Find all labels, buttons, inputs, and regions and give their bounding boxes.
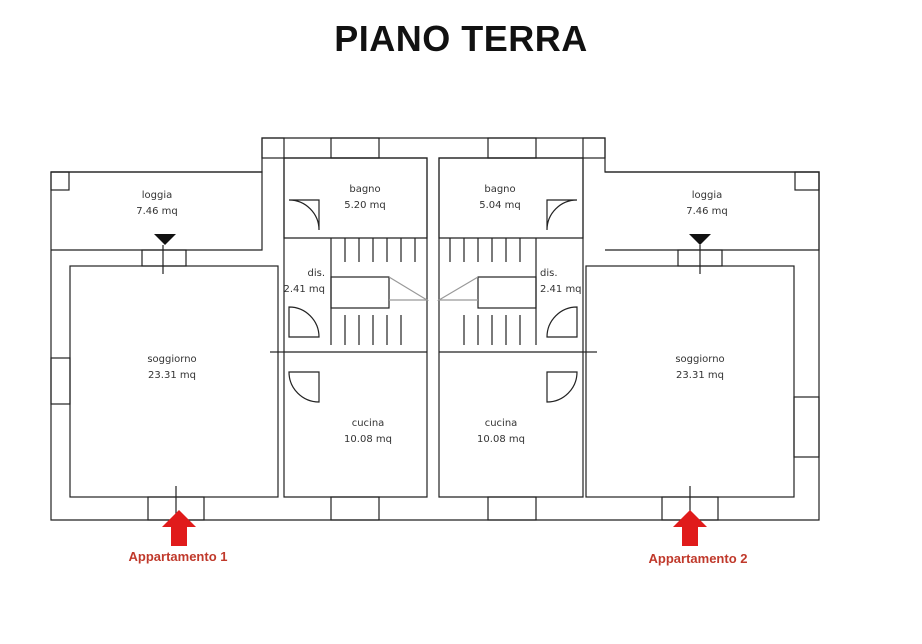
- room-name: soggiorno: [675, 354, 725, 365]
- room-name: bagno: [484, 184, 516, 195]
- entrance-label-apt2: Appartamento 2: [648, 551, 748, 566]
- stair-diagonal: [388, 276, 479, 301]
- room-name: dis.: [540, 268, 558, 279]
- entrance-arrow-icon: [162, 510, 196, 546]
- room-soggiorno-left: soggiorno 23.31 mq: [112, 352, 232, 384]
- room-bagno-right: bagno 5.04 mq: [440, 182, 560, 214]
- room-area: 2.41 mq: [283, 284, 325, 295]
- stair-flights-right: [449, 238, 537, 345]
- room-name: cucina: [351, 418, 385, 429]
- loggia-marker-icon: [154, 234, 176, 245]
- room-area: 10.08 mq: [477, 434, 525, 445]
- window: [330, 496, 380, 521]
- door-swing: [288, 306, 320, 338]
- room-name: bagno: [349, 184, 381, 195]
- window: [793, 396, 820, 458]
- room-area: 10.08 mq: [344, 434, 392, 445]
- page-title: PIANO TERRA: [334, 18, 588, 59]
- door-swing: [546, 306, 578, 338]
- room-name: cucina: [484, 418, 518, 429]
- room-area: 7.46 mq: [686, 206, 728, 217]
- door-swing: [288, 371, 320, 403]
- room-area: 5.04 mq: [479, 200, 521, 211]
- room-name: dis.: [307, 268, 325, 279]
- room-area: 5.20 mq: [344, 200, 386, 211]
- pillar: [50, 171, 70, 191]
- room-soggiorno-right: soggiorno 23.31 mq: [640, 352, 760, 384]
- loggia-marker-icon: [689, 234, 711, 245]
- stair-flights-left: [330, 238, 416, 345]
- entrance-label-apt1: Appartamento 1: [128, 549, 228, 564]
- room-cucina-right: cucina 10.08 mq: [441, 416, 561, 448]
- pillar: [582, 137, 606, 159]
- window: [487, 496, 537, 521]
- door-swing: [546, 371, 578, 403]
- room-loggia-left: loggia 7.46 mq: [97, 188, 217, 220]
- door-swing: [288, 199, 320, 231]
- room-dis-right: dis. 2.41 mq: [540, 266, 620, 298]
- door-swing: [546, 199, 578, 231]
- stair: [330, 276, 390, 309]
- entrance-arrow-icon: [673, 510, 707, 546]
- window: [50, 357, 71, 405]
- room-name: loggia: [691, 190, 723, 201]
- pillar: [794, 171, 820, 191]
- stair: [477, 276, 537, 309]
- room-area: 23.31 mq: [148, 370, 196, 381]
- room-area: 2.41 mq: [540, 284, 582, 295]
- window: [141, 249, 187, 267]
- room-bagno-left: bagno 5.20 mq: [305, 182, 425, 214]
- pillar: [261, 137, 285, 159]
- room-loggia-right: loggia 7.46 mq: [647, 188, 767, 220]
- window: [487, 137, 537, 159]
- room-area: 7.46 mq: [136, 206, 178, 217]
- room-area: 23.31 mq: [676, 370, 724, 381]
- room-dis-left: dis. 2.41 mq: [245, 266, 325, 298]
- room-name: soggiorno: [147, 354, 197, 365]
- room-cucina-left: cucina 10.08 mq: [308, 416, 428, 448]
- window: [330, 137, 380, 159]
- room-name: loggia: [141, 190, 173, 201]
